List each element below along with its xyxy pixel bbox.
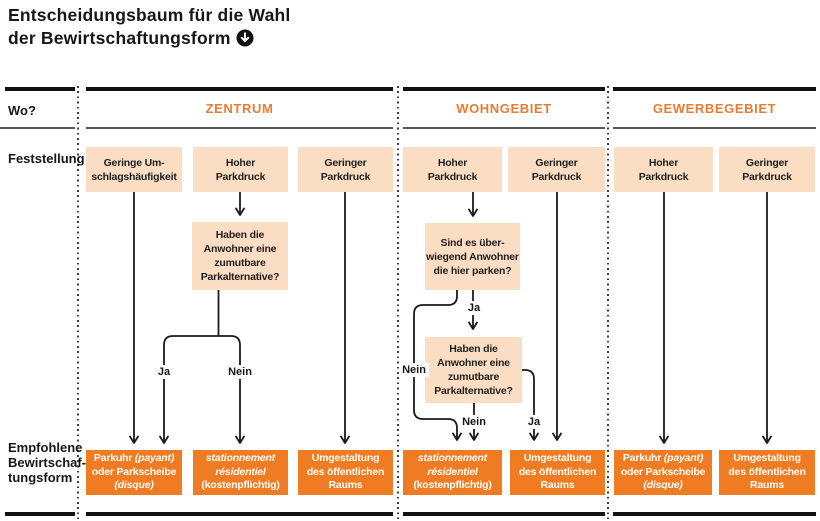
divider-header-zentrum bbox=[86, 127, 393, 129]
connector-w-nein-loop bbox=[413, 290, 462, 441]
divider-bottom-wohngebiet bbox=[403, 512, 605, 516]
recommendation-box-umgestaltung-wohngebiet: Umgestaltung des öffentlichen Raums bbox=[510, 450, 605, 495]
column-separator-1 bbox=[77, 86, 79, 519]
finding-box-geringer-parkdruck-gewerbe: Geringer Parkdruck bbox=[719, 147, 815, 192]
recommendation-box-parkuhr-zentrum: Parkuhr (payant) oder Parkscheibe (disqu… bbox=[86, 450, 182, 495]
column-separator-2 bbox=[397, 86, 399, 519]
divider-header-labels bbox=[0, 127, 75, 129]
branch-label-nein-zentrum: Nein bbox=[225, 365, 255, 379]
column-header-gewerbegebiet: GEWERBEGEBIET bbox=[652, 101, 777, 116]
question-box-anwohner-wohngebiet: Sind es über- wiegend Anwohner die hier … bbox=[425, 223, 520, 290]
recommendation-box-stationnement-zentrum: stationnement résidentiel (kostenpflicht… bbox=[193, 450, 288, 495]
recommendation-box-umgestaltung-gewerbe: Umgestaltung des öffentlichen Raums bbox=[719, 450, 815, 495]
divider-header-gewerbegebiet bbox=[613, 127, 816, 129]
divider-bottom-zentrum bbox=[86, 512, 393, 516]
divider-bottom-gewerbegebiet bbox=[613, 512, 816, 516]
branch-label-ja-wohngebiet-1: Ja bbox=[464, 301, 484, 315]
recommendation-box-stationnement-wohngebiet: stationnement résidentiel (kostenpflicht… bbox=[403, 450, 502, 495]
recommendation-box-parkuhr-gewerbe: Parkuhr (payant) oder Parkscheibe (disqu… bbox=[614, 450, 712, 495]
finding-box-hoher-parkdruck-zentrum: Hoher Parkdruck bbox=[193, 147, 288, 192]
row-label-empfohlene: Empfohlene Bewirtschaf- tungsform bbox=[8, 440, 87, 485]
finding-box-geringe-umschlagshaeufigkeit: Geringe Um- schlagshäufigkeit bbox=[86, 147, 182, 192]
page-title-line1: Entscheidungsbaum für die Wahl bbox=[8, 5, 291, 25]
finding-box-hoher-parkdruck-gewerbe: Hoher Parkdruck bbox=[614, 147, 713, 192]
row-label-feststellung: Feststellung bbox=[8, 151, 85, 166]
page-title: Entscheidungsbaum für die Wahl der Bewir… bbox=[8, 4, 290, 53]
connector-z-nein-branch bbox=[218, 335, 245, 444]
divider-bottom-labels bbox=[5, 512, 75, 516]
question-box-parkalternative-wohngebiet: Haben die Anwohner eine zumutbare Parkal… bbox=[425, 337, 522, 403]
column-separator-3 bbox=[607, 86, 609, 519]
divider-top-wohngebiet bbox=[403, 87, 605, 91]
branch-label-ja-zentrum: Ja bbox=[154, 365, 174, 379]
divider-header-wohngebiet bbox=[403, 127, 605, 129]
recommendation-box-umgestaltung-zentrum: Umgestaltung des öffentlichen Raums bbox=[298, 450, 393, 495]
row-label-wo: Wo? bbox=[8, 103, 36, 118]
finding-box-geringer-parkdruck-zentrum: Geringer Parkdruck bbox=[298, 147, 393, 192]
page-title-line2: der Bewirtschaftungsform bbox=[8, 27, 290, 53]
divider-top-labels bbox=[5, 87, 75, 91]
branch-label-nein-wohngebiet-2: Nein bbox=[459, 415, 489, 429]
download-icon[interactable] bbox=[236, 29, 254, 53]
branch-label-nein-wohngebiet-loop: Nein bbox=[399, 363, 429, 377]
branch-label-ja-wohngebiet-2: Ja bbox=[524, 415, 544, 429]
column-header-zentrum: ZENTRUM bbox=[205, 101, 274, 116]
column-header-wohngebiet: WOHNGEBIET bbox=[456, 101, 552, 116]
divider-top-gewerbegebiet bbox=[613, 87, 816, 91]
connector-z-ja-branch bbox=[159, 335, 219, 444]
finding-box-geringer-parkdruck-wohngebiet: Geringer Parkdruck bbox=[508, 147, 605, 192]
connector-w-question2-ja bbox=[522, 369, 539, 441]
divider-top-zentrum bbox=[86, 87, 393, 91]
question-box-parkalternative-zentrum: Haben die Anwohner eine zumutbare Parkal… bbox=[192, 222, 288, 290]
finding-box-hoher-parkdruck-wohngebiet: Hoher Parkdruck bbox=[403, 147, 502, 192]
